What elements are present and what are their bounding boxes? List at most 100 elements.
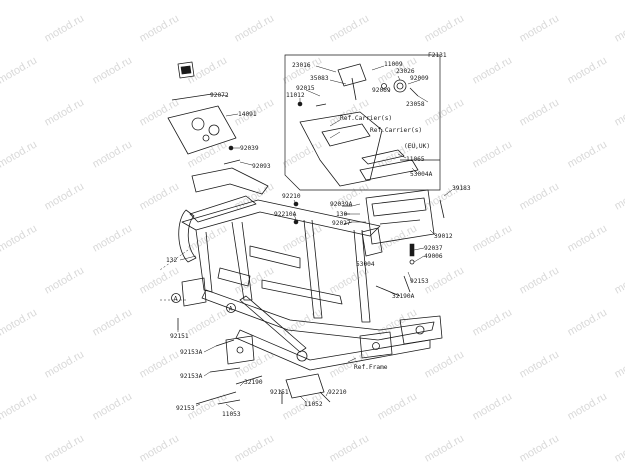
part-label: 92153A (180, 373, 203, 380)
watermark-text: motod.ru (91, 306, 135, 338)
clip-92037 (409, 243, 415, 257)
watermark-text: motod.ru (0, 390, 39, 422)
watermark-text: motod.ru (281, 222, 325, 254)
leader-lines (177, 65, 437, 411)
part-label: 92093 (252, 163, 271, 170)
watermark-text: motod.ru (566, 138, 610, 170)
part-label: 92039A (330, 201, 353, 208)
svg-text:A: A (229, 305, 233, 312)
ref-frame-label: Ref.Frame (354, 364, 388, 371)
plate-14091 (167, 105, 237, 155)
watermark-text: motod.ru (613, 96, 625, 128)
watermark-text: motod.ru (138, 348, 182, 380)
part-label: 92039 (240, 145, 259, 152)
part-label: 92153 (176, 405, 195, 412)
watermark-text: motod.ru (0, 0, 39, 3)
part-label: 92037 (424, 245, 443, 252)
bolt-92210-lower (319, 391, 331, 403)
watermark-text: motod.ru (281, 306, 325, 338)
watermark-text: motod.ru (613, 432, 625, 464)
part-label: 92015 (296, 85, 315, 92)
part-label: 35083 (310, 75, 329, 82)
part-label: 11052 (304, 401, 323, 408)
part-label: 53004A (410, 171, 433, 178)
part-label: 23026 (396, 68, 415, 75)
watermark-text: motod.ru (471, 0, 515, 3)
part-label: 11053 (222, 411, 241, 418)
watermark-text: motod.ru (471, 138, 515, 170)
marker-a-lower: A (226, 303, 236, 313)
eu-uk-label: (EU,UK) (404, 143, 430, 150)
bolt-92039 (228, 145, 234, 151)
ref-carrier-label-2: Ref.Carrier(s) (370, 127, 422, 134)
part-label: 49006 (424, 253, 443, 260)
watermark-text: motod.ru (43, 432, 87, 464)
watermark-text: motod.ru (281, 0, 325, 3)
watermark-text: motod.ru (471, 390, 515, 422)
watermark-text: motod.ru (518, 264, 562, 296)
watermark-text: motod.ru (43, 264, 87, 296)
watermark-text: motod.ru (566, 0, 610, 3)
part-label: 92153 (410, 278, 429, 285)
part-label: 92210 (328, 389, 347, 396)
part-label: 130 (336, 211, 347, 218)
bracket-upper (191, 167, 269, 195)
watermark-text: motod.ru (138, 264, 182, 296)
marker-a-upper: A (171, 293, 181, 303)
nut-11053 (217, 399, 241, 405)
watermark-text: motod.ru (43, 12, 87, 44)
part-label: 92009 (410, 75, 429, 82)
watermark-text: motod.ru (423, 12, 467, 44)
watermark-text: motod.ru (471, 222, 515, 254)
washer-92069 (381, 83, 387, 89)
watermark-text: motod.ru (613, 12, 625, 44)
part-label: 14091 (238, 111, 257, 118)
watermark-text: motod.ru (613, 264, 625, 296)
part-label: 39183 (452, 185, 471, 192)
watermark-text: motod.ru (186, 138, 230, 170)
tank-23016 (337, 63, 367, 101)
part-label: 92069 (372, 87, 391, 94)
watermark-text: motod.ru (518, 180, 562, 212)
bolt-92153A-2 (209, 367, 241, 373)
watermark-text: motod.ru (566, 54, 610, 86)
watermark-text: motod.ru (566, 306, 610, 338)
part-label: 39012 (434, 233, 453, 240)
part-label: 11009 (384, 61, 403, 68)
detail-box (284, 54, 441, 191)
bolt-92153-left (195, 391, 237, 405)
watermark-text: motod.ru (186, 0, 230, 3)
watermark-text: motod.ru (138, 96, 182, 128)
part-label: 92151 (270, 389, 289, 396)
watermark-text: motod.ru (471, 54, 515, 86)
watermark-text: motod.ru (186, 306, 230, 338)
part-label: 23016 (292, 62, 311, 69)
part-labels: 92072 14091 92039 92093 92210 92210A 132… (166, 61, 471, 418)
clip-23058 (409, 87, 419, 97)
watermark-text: motod.ru (518, 348, 562, 380)
watermark-text: motod.ru (233, 432, 277, 464)
watermark-text: motod.ru (0, 138, 39, 170)
watermark-text: motod.ru (518, 12, 562, 44)
part-label: 23058 (406, 101, 425, 108)
watermark-text: motod.ru (518, 432, 562, 464)
watermark-text: motod.ru (43, 96, 87, 128)
watermark-text: motod.ru (0, 306, 39, 338)
watermark-text: motod.ru (423, 96, 467, 128)
watermark-text: motod.ru (91, 138, 135, 170)
watermark-text: motod.ru (43, 180, 87, 212)
watermark-text: motod.ru (328, 12, 372, 44)
ref-carrier-label-1: Ref.Carrier(s) (340, 115, 392, 122)
carrier-bracket (299, 111, 383, 187)
watermark-text: motod.ru (91, 0, 135, 3)
collar-32190 (235, 375, 263, 385)
watermark-text: motod.ru (376, 0, 420, 3)
part-label: 32190 (244, 379, 263, 386)
watermark-text: motod.ru (328, 264, 372, 296)
watermark-text: motod.ru (423, 348, 467, 380)
watermark-text: motod.ru (566, 390, 610, 422)
watermark-text: motod.ru (233, 348, 277, 380)
bracket-11052 (285, 373, 325, 399)
watermark-text: motod.ru (233, 12, 277, 44)
watermark-text: motod.ru (91, 54, 135, 86)
